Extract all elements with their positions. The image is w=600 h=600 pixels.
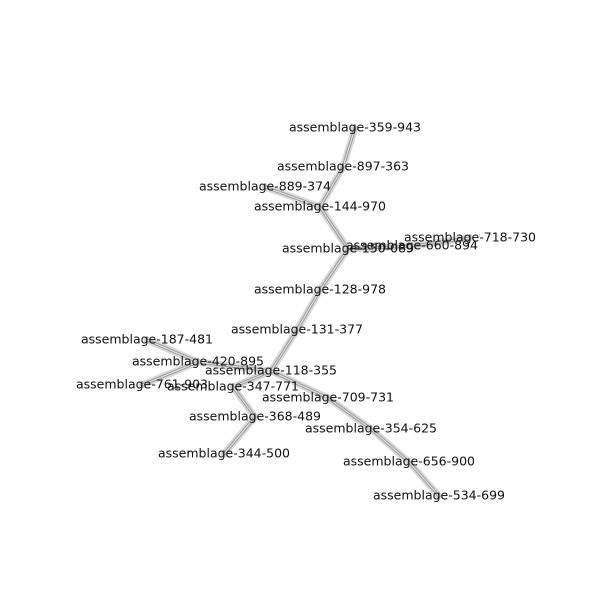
graph-edge — [143, 336, 202, 366]
node-label: assemblage-344-500 — [158, 446, 290, 461]
node-label: assemblage-347-771 — [167, 379, 299, 394]
edge-stroke — [411, 237, 471, 247]
edge-stroke — [319, 206, 349, 250]
node-label: assemblage-368-489 — [189, 409, 321, 424]
edge-stroke — [408, 461, 440, 497]
graph-edge — [367, 425, 413, 466]
graph-edge — [293, 286, 324, 334]
graph-edge — [229, 383, 259, 421]
node-label: assemblage-761-903 — [76, 377, 208, 392]
node-label: assemblage-534-699 — [373, 488, 505, 503]
edge-stroke — [264, 186, 321, 208]
edge-stroke — [141, 361, 199, 386]
graph-edge — [316, 203, 352, 253]
node-label: assemblage-420-895 — [132, 354, 264, 369]
graph-edge — [324, 394, 375, 433]
graph-edge — [229, 367, 275, 391]
node-label: assemblage-889-374 — [199, 179, 331, 194]
graph-edge — [405, 458, 443, 500]
edge-stroke — [223, 416, 256, 455]
node-label: assemblage-150-089 — [282, 241, 414, 256]
node-label: assemblage-128-978 — [254, 282, 386, 297]
labels-layer: assemblage-359-943 assemblage-897-363 asse… — [76, 120, 536, 503]
edge-stroke — [270, 370, 329, 399]
graph-edge — [408, 234, 474, 250]
node-label: assemblage-131-377 — [231, 322, 363, 337]
graph-edge — [316, 163, 347, 211]
edge-stroke — [232, 370, 272, 388]
graph-edge — [220, 413, 259, 458]
edge-stroke — [327, 397, 372, 430]
edge-stroke — [270, 329, 298, 372]
graph-edge — [261, 183, 324, 211]
edge-stroke — [197, 361, 272, 372]
node-label: assemblage-354-625 — [305, 421, 437, 436]
edge-stroke — [319, 166, 344, 208]
graph-edge — [194, 358, 275, 375]
graph-edge — [138, 358, 202, 389]
node-label: assemblage-359-943 — [289, 120, 421, 135]
node-label: assemblage-660-894 — [346, 238, 478, 253]
edge-stroke — [347, 245, 413, 250]
node-label: assemblage-709-731 — [262, 390, 394, 405]
node-label: assemblage-718-730 — [404, 230, 536, 245]
edge-stroke — [342, 127, 356, 168]
graph-edge — [339, 124, 359, 171]
edge-stroke — [146, 339, 199, 363]
edge-stroke — [370, 428, 410, 463]
node-label: assemblage-656-900 — [343, 454, 475, 469]
graph-edge — [267, 367, 332, 402]
graph-edge — [316, 245, 352, 294]
node-label: assemblage-144-970 — [254, 199, 386, 214]
edge-stroke — [319, 248, 349, 291]
node-label: assemblage-187-481 — [81, 332, 213, 347]
edge-stroke — [296, 289, 321, 331]
edge-stroke — [232, 386, 256, 418]
edges-layer — [138, 124, 474, 500]
node-label: assemblage-118-355 — [205, 363, 337, 378]
graph-edge — [344, 242, 416, 253]
graph-edge — [267, 326, 301, 375]
node-label: assemblage-897-363 — [277, 159, 409, 174]
